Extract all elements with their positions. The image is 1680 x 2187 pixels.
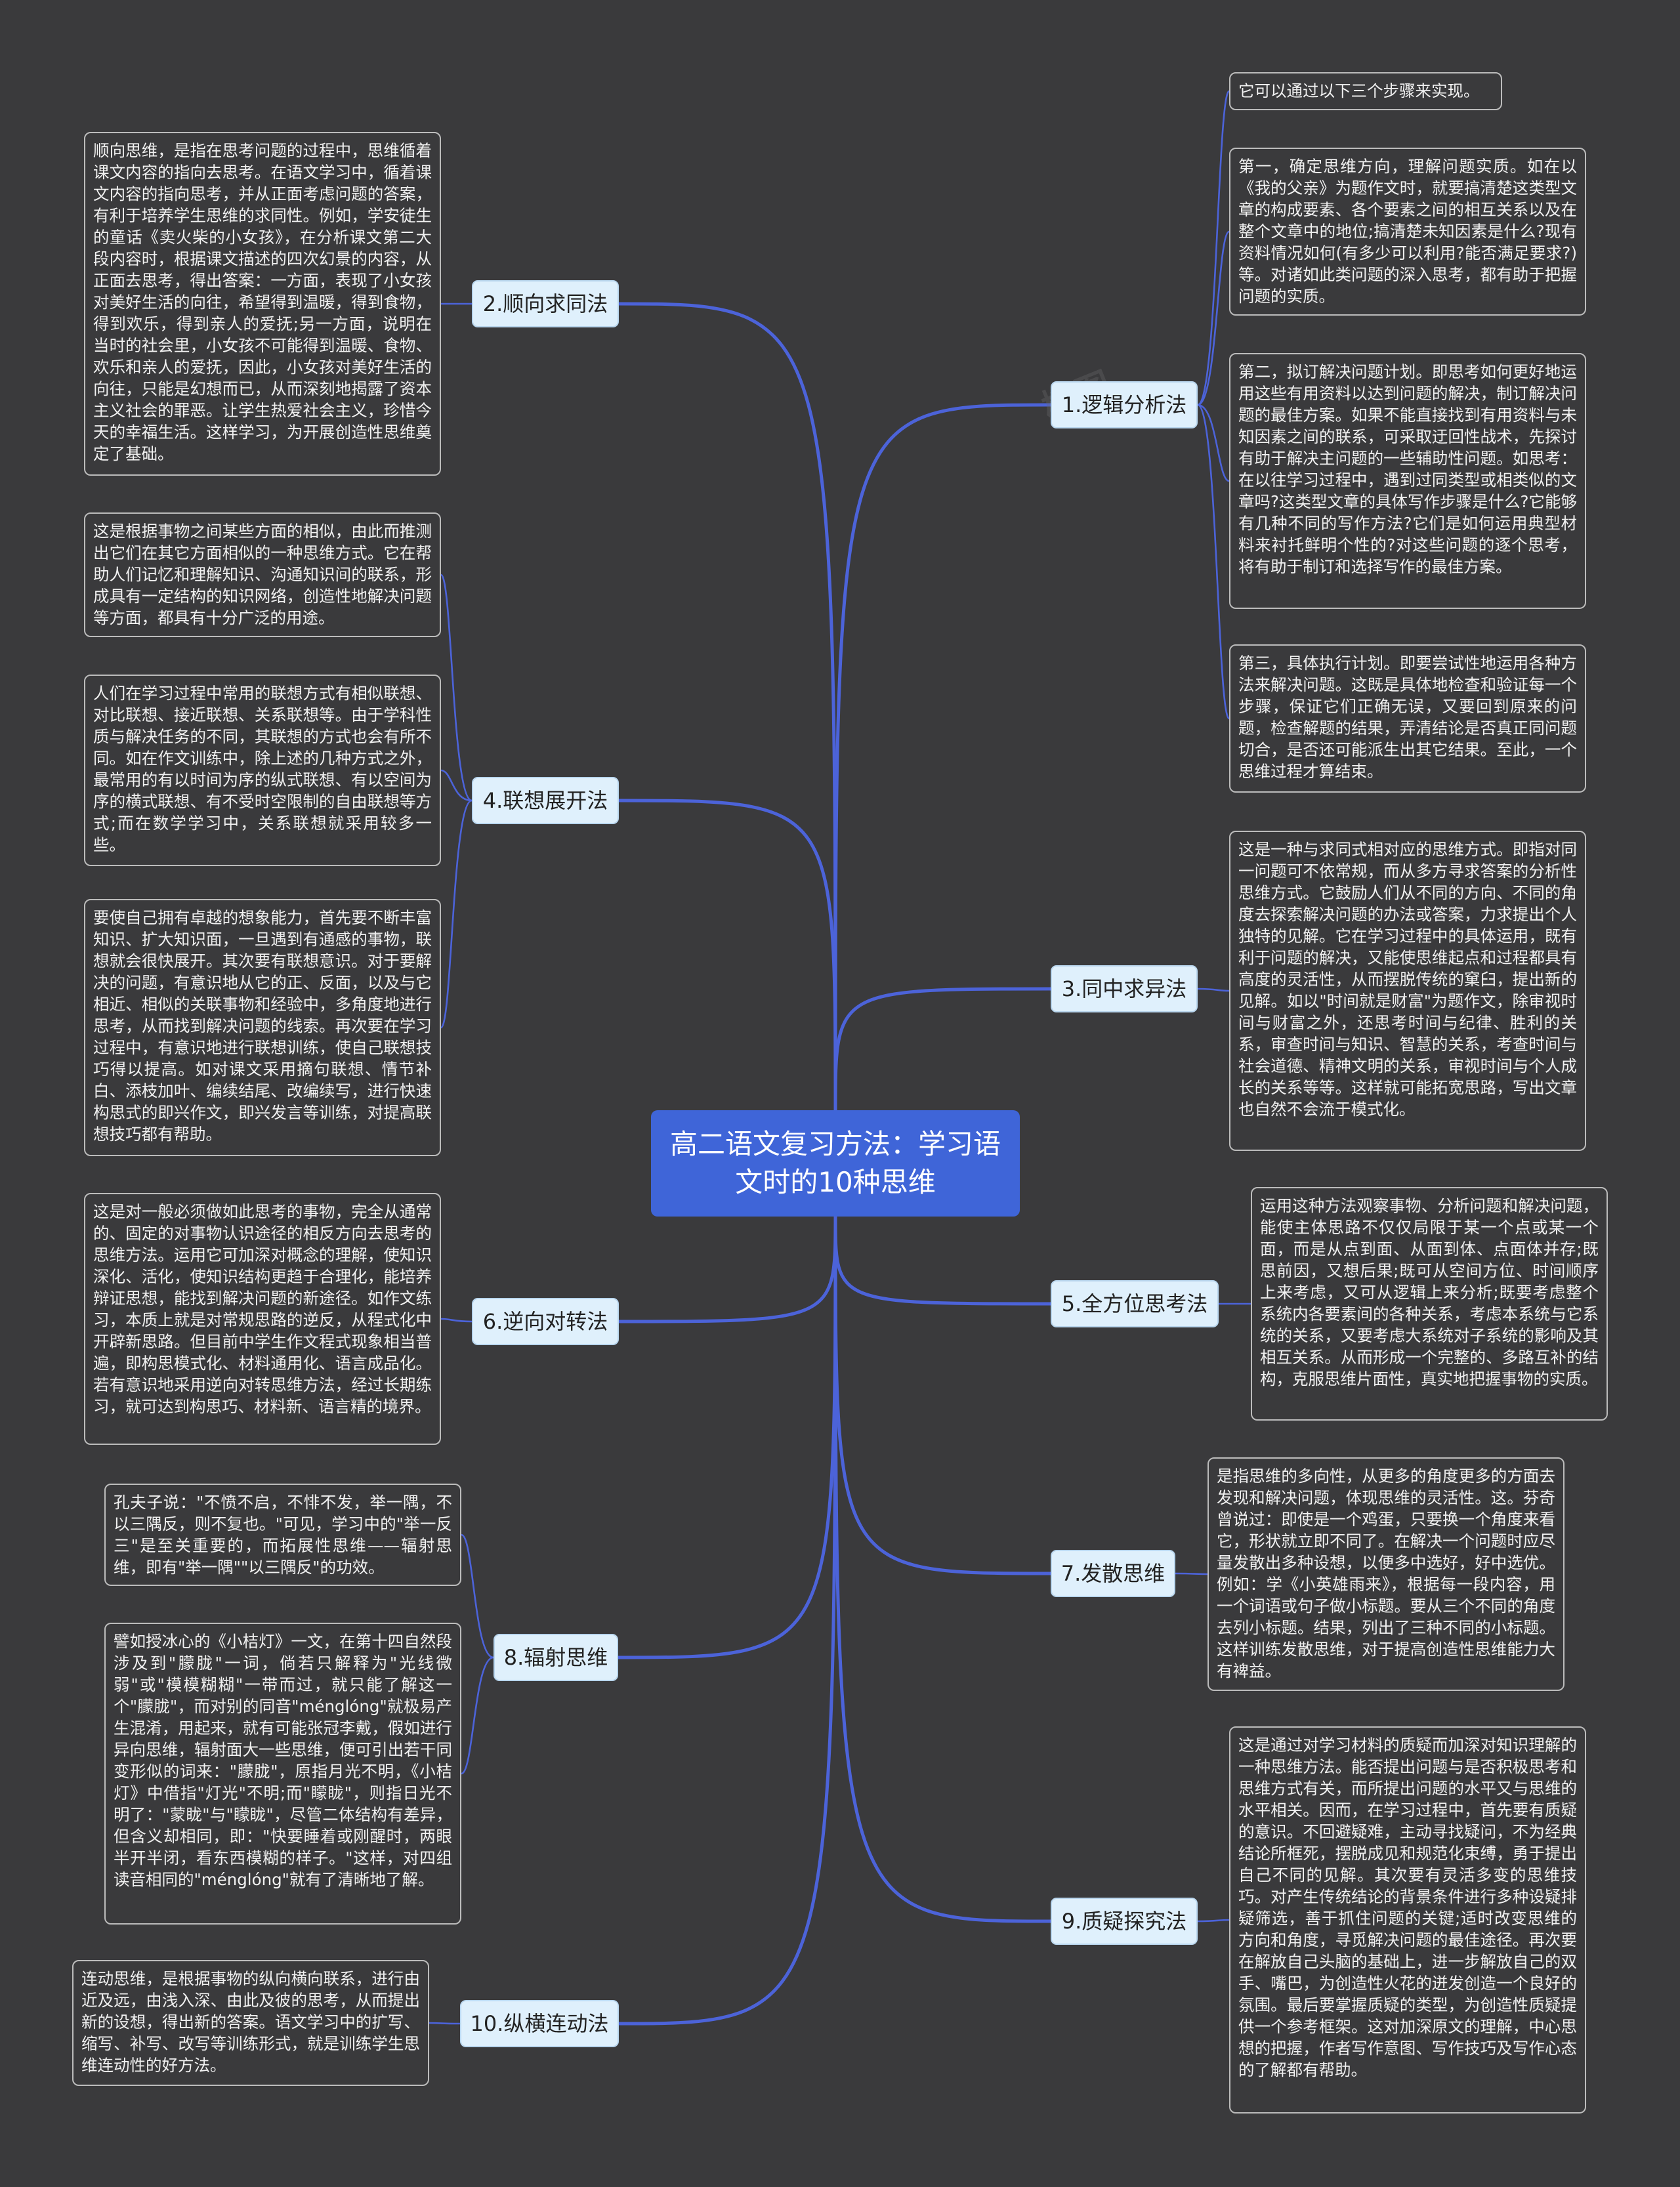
topic-reverse[interactable]: 6.逆向对转法	[472, 1298, 619, 1345]
topic-logic-analysis[interactable]: 1.逻辑分析法	[1051, 381, 1198, 428]
root-title: 高二语文复习方法：学习语文时的10种思维	[669, 1128, 1001, 1198]
branch-t2	[617, 302, 837, 1112]
branch-t7	[833, 1215, 1053, 1575]
link-n1b	[1196, 230, 1230, 406]
topic-radiating[interactable]: 8.辐射思维	[494, 1634, 618, 1681]
link-n1d	[1196, 404, 1230, 720]
branch-t10	[617, 1215, 837, 2026]
note-association-1: 这是根据事物之间某些方面的相似，由此而推测出它们在其它方面相似的一种思维方式。它…	[84, 512, 441, 637]
topic-linkage[interactable]: 10.纵横连动法	[460, 2000, 619, 2047]
note-association-2: 人们在学习过程中常用的联想方式有相似联想、对比联想、接近联想、关系联想等。由于学…	[84, 675, 441, 866]
link-n9	[1196, 1919, 1230, 1923]
note-seek-difference: 这是一种与求同式相对应的思维方式。即指对同一问题可不依常规，而从多方寻求答案的分…	[1229, 831, 1586, 1151]
link-n8a	[460, 1533, 495, 1659]
note-forward-convergent: 顺向思维，是指在思考问题的过程中，思维循着课文内容的指向去思考。在语文学习中，循…	[84, 132, 441, 476]
branch-t5	[833, 1215, 1053, 1306]
branch-t6	[617, 1215, 837, 1323]
link-n6	[440, 1318, 473, 1323]
link-n3	[1196, 988, 1230, 992]
note-radiating-1: 孔夫子说："不愤不启，不悱不发，举一隅，不以三隅反，则不复也。"可见，学习中的"…	[104, 1484, 461, 1586]
link-n7	[1174, 1572, 1209, 1575]
note-divergent: 是指思维的多向性，从更多的角度更多的方面去发现和解决问题，体现思维的灵活性。这。…	[1208, 1457, 1564, 1691]
link-n4a	[440, 573, 473, 802]
note-logic-step3: 第三，具体执行计划。即要尝试性地运用各种方法来解决问题。这既是具体地检查和验证每…	[1229, 644, 1586, 793]
topic-all-round[interactable]: 5.全方位思考法	[1051, 1280, 1219, 1327]
topic-association[interactable]: 4.联想展开法	[472, 777, 619, 824]
link-n8b	[460, 1656, 495, 1775]
branch-t1	[833, 403, 1053, 1112]
root-node[interactable]: 高二语文复习方法：学习语文时的10种思维	[651, 1110, 1020, 1217]
note-all-round: 运用这种方法观察事物、分析问题和解决问题，能使主体思路不仅仅局限于某一个点或某一…	[1251, 1187, 1608, 1421]
topic-divergent[interactable]: 7.发散思维	[1051, 1550, 1175, 1597]
branch-t4	[617, 799, 837, 1112]
branch-t8	[616, 1215, 837, 1659]
note-logic-intro: 它可以通过以下三个步骤来实现。	[1229, 72, 1502, 110]
note-linkage: 连动思维，是根据事物的纵向横向联系，进行由近及远，由浅入深、由此及彼的思考，从而…	[72, 1960, 429, 2086]
note-radiating-2: 譬如授冰心的《小桔灯》一文，在第十四自然段涉及到"朦胧"一词，倘若只解释为"光线…	[104, 1623, 461, 1925]
note-association-3: 要使自己拥有卓越的想象能力，首先要不断丰富知识、扩大知识面，一旦遇到有通感的事物…	[84, 899, 441, 1156]
note-questioning: 这是通过对学习材料的质疑而加深对知识理解的一种思维方法。能否提出问题与是否积极思…	[1229, 1726, 1586, 2114]
branch-t3	[833, 987, 1053, 1112]
note-logic-step1: 第一，确定思维方向，理解问题实质。如在以《我的父亲》为题作文时，就要搞清楚这类型…	[1229, 148, 1586, 316]
link-n4c	[440, 799, 473, 1029]
link-n1c	[1196, 404, 1230, 482]
link-n1a	[1196, 90, 1230, 406]
note-logic-step2: 第二，拟订解决问题计划。即思考如何更好地运用这些有用资料以达到问题的解决，制订解…	[1229, 353, 1586, 609]
link-n10	[428, 2022, 461, 2025]
topic-forward-convergent[interactable]: 2.顺向求同法	[472, 280, 619, 327]
note-reverse: 这是对一般必须做如此思考的事物，完全从通常的、固定的对事物认识途径的相反方向去思…	[84, 1193, 441, 1445]
link-n4b	[440, 769, 473, 802]
topic-seek-difference[interactable]: 3.同中求异法	[1051, 965, 1198, 1012]
topic-questioning[interactable]: 9.质疑探究法	[1051, 1898, 1198, 1945]
